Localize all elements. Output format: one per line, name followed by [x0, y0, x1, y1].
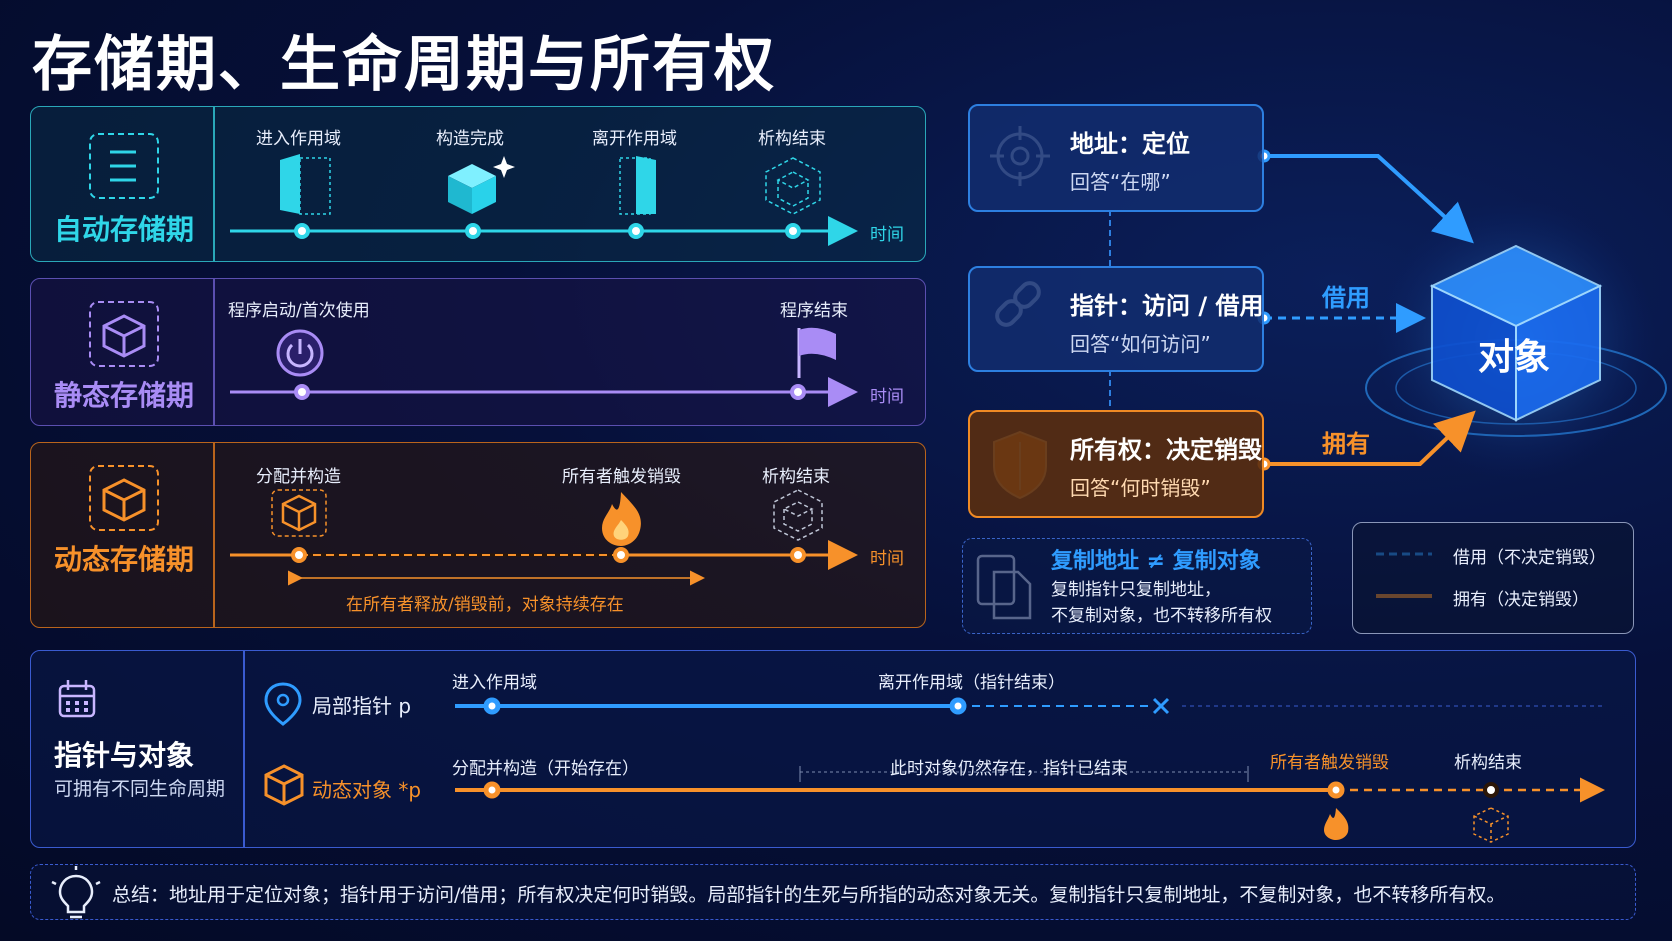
flag-icon [797, 327, 836, 378]
copy-note-line: 不复制对象，也不转移所有权 [1051, 606, 1272, 626]
dynamic-event-label: 所有者触发销毁 [562, 467, 681, 487]
dynamic-storage-icon [89, 465, 159, 531]
panel-divider [213, 107, 215, 261]
ownership-card-title: 所有权：决定销毁 [1070, 436, 1262, 464]
ownership-card: 所有权：决定销毁 回答“何时销毁” [968, 410, 1264, 518]
object-label: 对象 [1478, 337, 1551, 378]
pointer-object-panel [30, 650, 1636, 848]
door-closed-icon [619, 156, 656, 215]
auto-event-label: 析构结束 [758, 129, 826, 149]
copy-note-line: 复制指针只复制地址， [1051, 580, 1221, 600]
legend: 借用（不决定销毁） 拥有（决定销毁） [1352, 522, 1634, 634]
auto-storage-icon [89, 133, 159, 199]
calendar-icon [58, 680, 96, 718]
ptr-panel-subtitle: 可拥有不同生命周期 [54, 778, 226, 800]
auto-event-label: 离开作用域 [592, 129, 677, 149]
page-title: 存储期、生命周期与所有权 [32, 30, 776, 100]
dynamic-event-label: 分配并构造 [256, 467, 341, 487]
static-storage-label: 静态存储期 [54, 379, 195, 412]
pointer-end-x-icon [1152, 697, 1170, 715]
obj-event-label: 分配并构造（开始存在） [452, 759, 639, 779]
legend-borrow-label: 借用（不决定销毁） [1453, 548, 1606, 568]
dashed-cube-icon [765, 157, 821, 215]
object-timeline-nodes [483, 781, 1345, 799]
copy-note-box: 复制地址 ≠ 复制对象 复制指针只复制地址， 不复制对象，也不转移所有权 [962, 538, 1312, 634]
pointer-card-title: 指针：访问 / 借用 [1070, 292, 1264, 320]
auto-timeline-nodes [294, 223, 801, 239]
legend-own-label: 拥有（决定销毁） [1453, 590, 1589, 610]
address-card: 地址：定位 回答“在哪” [968, 104, 1264, 212]
pointer-card-sub: 回答“如何访问” [1070, 332, 1211, 356]
panel-divider [213, 443, 215, 627]
static-storage-panel [30, 278, 926, 426]
panel-divider [213, 279, 215, 425]
auto-axis-label: 时间 [870, 225, 904, 245]
object-cube [1429, 244, 1603, 422]
pointer-card: 指针：访问 / 借用 回答“如何访问” [968, 266, 1264, 372]
ownership-card-sub: 回答“何时销毁” [1070, 476, 1211, 500]
static-storage-icon [89, 301, 159, 367]
ptr-panel-title: 指针与对象 [54, 739, 195, 772]
obj-event-label: 析构结束 [1454, 753, 1522, 773]
lightbulb-icon [51, 866, 101, 919]
ptr-event-label: 进入作用域 [452, 673, 537, 693]
dynamic-persist-note: 在所有者释放/销毁前，对象持续存在 [346, 595, 624, 615]
borrow-label: 借用 [1322, 284, 1370, 312]
local-pointer-label: 局部指针 p [312, 694, 412, 718]
dynamic-storage-label: 动态存储期 [54, 543, 195, 576]
static-timeline-nodes [294, 384, 806, 400]
summary-panel [30, 864, 1636, 920]
still-exists-label: 此时对象仍然存在，指针已结束 [890, 759, 1128, 779]
dynamic-timeline-nodes [291, 547, 806, 563]
static-axis-label: 时间 [870, 387, 904, 407]
copy-note-title: 复制地址 ≠ 复制对象 [1051, 549, 1261, 574]
address-card-sub: 回答“在哪” [1070, 170, 1171, 194]
dashed-cube-icon [773, 489, 823, 541]
alloc-cube-icon [271, 489, 327, 537]
summary-text: 总结：地址用于定位对象；指针用于访问/借用；所有权决定何时销毁。局部指针的生死与… [112, 884, 1506, 906]
auto-event-label: 构造完成 [436, 129, 504, 149]
own-arrow [1264, 410, 1476, 466]
door-open-icon [280, 154, 331, 215]
dashed-cube-icon [1473, 807, 1509, 843]
cube-icon [448, 156, 515, 214]
location-pin-icon [264, 682, 302, 726]
pointer-timeline-nodes [483, 697, 967, 715]
address-card-title: 地址：定位 [1070, 130, 1190, 158]
auto-event-label: 进入作用域 [256, 129, 341, 149]
fire-icon [1324, 808, 1349, 840]
static-event-label: 程序启动/首次使用 [228, 301, 370, 321]
own-label: 拥有 [1322, 430, 1370, 458]
dynamic-storage-panel [30, 442, 926, 628]
dynamic-event-label: 析构结束 [762, 467, 830, 487]
fire-icon [602, 492, 641, 546]
power-icon [276, 329, 324, 377]
obj-event-label: 所有者触发销毁 [1270, 753, 1389, 773]
ptr-event-label: 离开作用域（指针结束） [878, 673, 1065, 693]
box-icon [264, 764, 304, 806]
dynamic-axis-label: 时间 [870, 549, 904, 569]
address-arrow [1264, 154, 1474, 244]
dynamic-object-label: 动态对象 *p [312, 778, 422, 802]
static-event-label: 程序结束 [780, 301, 848, 321]
panel-divider [243, 651, 245, 847]
auto-storage-label: 自动存储期 [54, 213, 195, 246]
